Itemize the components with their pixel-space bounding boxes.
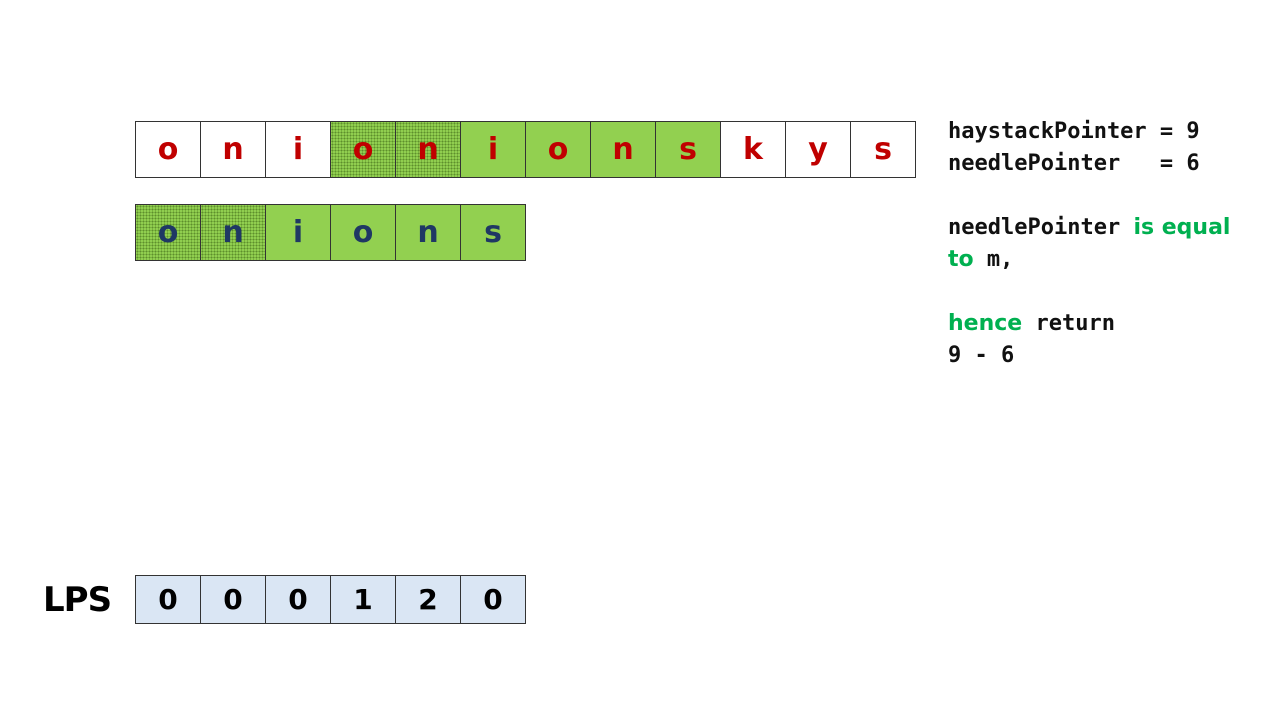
explanation-line-3: hence return xyxy=(948,308,1230,340)
haystack-cell-11: s xyxy=(851,122,916,178)
return-text: return xyxy=(1022,311,1115,336)
lps-cell-1: 0 xyxy=(201,576,266,624)
needle-cell-1: n xyxy=(201,205,266,261)
lps-label: LPS xyxy=(43,580,112,620)
haystack-cell-8: s xyxy=(656,122,721,178)
haystack-cell-10: y xyxy=(786,122,851,178)
needle-cell-4: n xyxy=(396,205,461,261)
m-text: m, xyxy=(973,247,1014,272)
needle-pointer-line: needlePointer = 6 xyxy=(948,151,1200,176)
to-text: to xyxy=(948,247,974,272)
result-expression: 9 - 6 xyxy=(948,343,1015,368)
explanation-line-1: needlePointer is equal xyxy=(948,212,1230,244)
haystack-cell-3: o xyxy=(331,122,396,178)
haystack-cell-6: o xyxy=(526,122,591,178)
spacer xyxy=(948,276,1230,308)
lps-cell-0: 0 xyxy=(136,576,201,624)
needle-cell-5: s xyxy=(461,205,526,261)
lps-cell-4: 2 xyxy=(396,576,461,624)
haystack-cell-0: o xyxy=(136,122,201,178)
haystack-cell-2: i xyxy=(266,122,331,178)
haystack-cell-7: n xyxy=(591,122,656,178)
needle-cell-2: i xyxy=(266,205,331,261)
lps-cell-3: 1 xyxy=(331,576,396,624)
haystack-cell-4: n xyxy=(396,122,461,178)
needle-pointer-word: needlePointer xyxy=(948,215,1134,240)
lps-cell-5: 0 xyxy=(461,576,526,624)
haystack-cell-9: k xyxy=(721,122,786,178)
haystack-cell-1: n xyxy=(201,122,266,178)
lps-cell-2: 0 xyxy=(266,576,331,624)
needle-cell-3: o xyxy=(331,205,396,261)
is-equal-text: is equal xyxy=(1133,215,1231,240)
needle-cell-0: o xyxy=(136,205,201,261)
explanation-line-2: to m, xyxy=(948,244,1230,276)
hence-text: hence xyxy=(948,311,1023,336)
haystack-cell-5: i xyxy=(461,122,526,178)
pointer-state: haystackPointer = 9 needlePointer = 6 xyxy=(948,116,1200,180)
haystack-pointer-line: haystackPointer = 9 xyxy=(948,119,1200,144)
